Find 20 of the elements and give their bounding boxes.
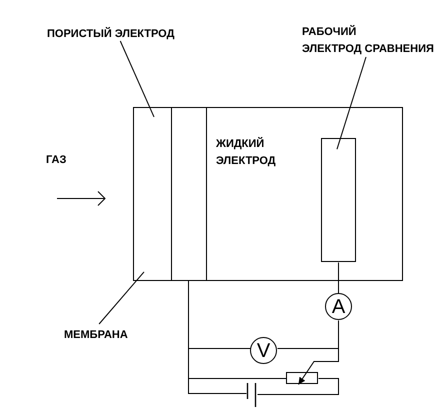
electrode-bar	[321, 138, 356, 262]
callout-label: РАБОЧИЙ ЭЛЕКТРОД СРАВНЕНИЯ	[302, 24, 434, 58]
sensor-cell	[133, 107, 403, 281]
meter-letter: V	[256, 340, 270, 360]
leader-line	[120, 40, 154, 118]
callout-label: ПОРИСТЫЙ ЭЛЕКТРОД	[47, 26, 174, 43]
ammeter-symbol	[325, 293, 352, 320]
wire	[188, 280, 247, 394]
battery-symbol	[246, 383, 257, 407]
flow-label: ГАЗ	[46, 153, 66, 168]
voltmeter-symbol	[250, 337, 277, 364]
leader-line	[336, 56, 366, 150]
leader-line	[98, 271, 144, 324]
callout-label: МЕМБРАНА	[64, 327, 128, 344]
resistor-symbol	[286, 372, 318, 384]
meter-letter: A	[332, 296, 346, 316]
wire	[257, 378, 339, 395]
region-label: ЖИДКИЙ ЭЛЕКТРОД	[216, 136, 276, 169]
wiper-arrow	[298, 320, 339, 385]
wire	[338, 262, 339, 294]
